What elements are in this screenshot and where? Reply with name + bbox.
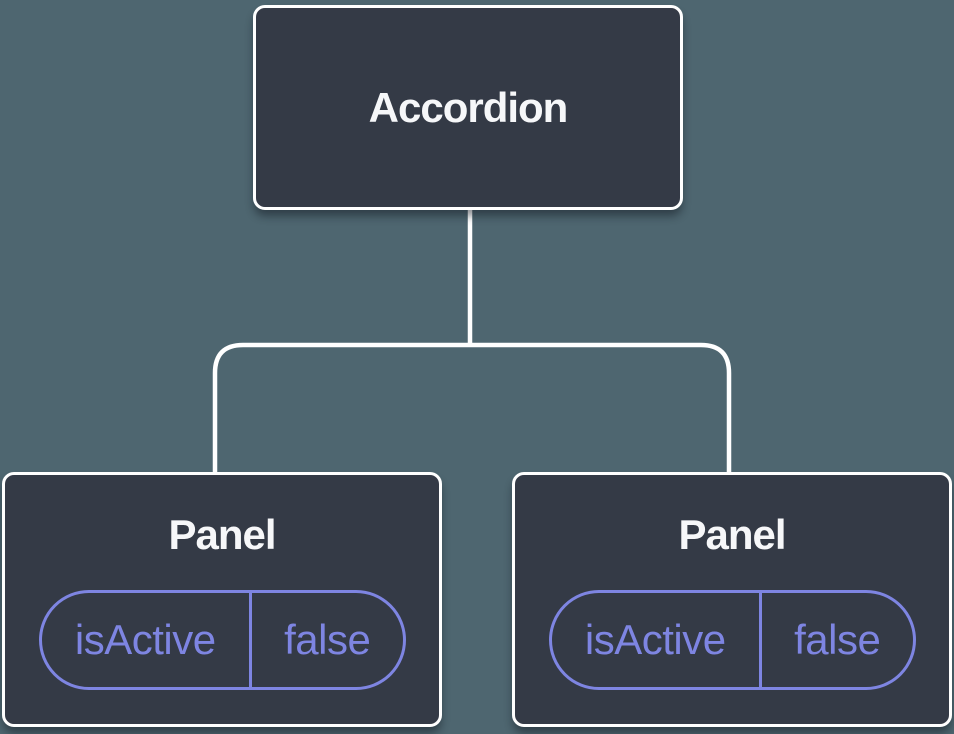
component-node-panel-1: Panel isActive false — [2, 472, 442, 727]
state-pill-panel-1: isActive false — [38, 590, 406, 690]
state-value-label: false — [284, 616, 371, 663]
node-title-panel-1: Panel — [168, 511, 276, 558]
connector-branch — [212, 342, 732, 474]
component-node-accordion: Accordion — [253, 5, 683, 210]
state-value-label: false — [794, 616, 881, 663]
state-name-label: isActive — [42, 593, 252, 687]
state-pill-panel-2: isActive false — [548, 590, 916, 690]
component-node-panel-2: Panel isActive false — [512, 472, 952, 727]
state-name-label: isActive — [552, 593, 762, 687]
node-title-panel-2: Panel — [678, 511, 786, 558]
node-title-accordion: Accordion — [368, 83, 569, 131]
